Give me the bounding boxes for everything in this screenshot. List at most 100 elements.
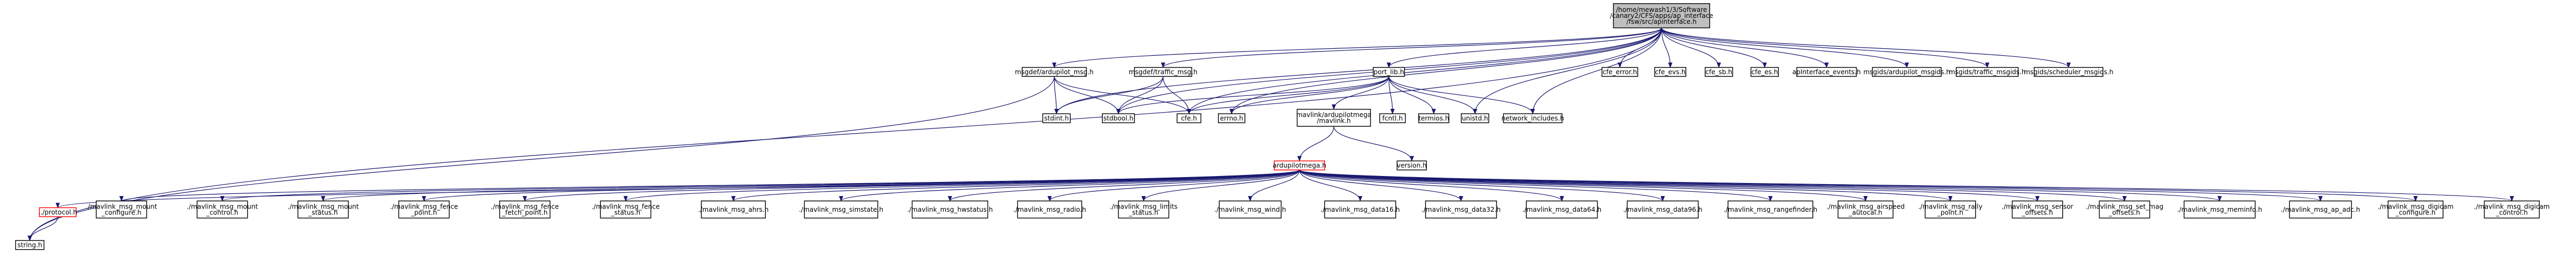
node-m-simstate[interactable]: ./mavlink_msg_simstate.h [799,200,883,219]
node-label: cfe.h [1181,114,1197,122]
node-label: ./mavlink_msg_ap_adc.h [2281,206,2360,213]
node-label: ./mavlink_msg_mount [86,203,157,210]
node-m-digicam-configure[interactable]: ./mavlink_msg_digicam_configure.h [2378,200,2454,219]
node-unistd[interactable]: unistd.h [1461,113,1489,123]
node-cfe[interactable]: cfe.h [1176,113,1202,123]
node-m-hwstatus[interactable]: ./mavlink_msg_hwstatus.h [907,200,993,219]
edge-port_lib-to-mavlink_ardupilotmega [1332,76,1389,110]
edge-root-to-cfe [1187,28,1662,115]
node-box [600,200,652,219]
node-termios[interactable]: termios.h [1418,113,1449,123]
node-root[interactable]: /home/mewash1/3/Software/canary2/CFS/app… [1610,3,1713,29]
node-m-fence-status[interactable]: ./mavlink_msg_fence_status.h [592,200,660,219]
node-cfe-es[interactable]: cfe_es.h [1750,67,1779,77]
node-m-fence-point[interactable]: ./mavlink_msg_fence_point.h [390,200,458,219]
node-msgids-scheduler[interactable]: msgids/scheduler_msgids.h [2024,67,2114,77]
node-box [1118,200,1169,219]
node-label: ./mavlink_msg_digicam [2474,203,2549,210]
node-label: ./mavlink_msg_airspeed [1826,203,1905,210]
node-label: _fetch_point.h [501,209,548,216]
node-errno[interactable]: errno.h [1217,113,1246,123]
node-label: _status.h [611,209,640,216]
edge-ardupilotmega-to-m_mount_status [321,170,1300,202]
node-label: _control.h [2495,209,2528,216]
node-box [297,200,349,219]
node-m-data16[interactable]: ./mavlink_msg_data16.h [1321,200,1400,219]
edge-ardupilotmega-to-m_digicam_control [1299,170,2514,202]
node-m-mount-control[interactable]: ./mavlink_msg_mount_control.h [187,200,258,219]
node-label: stdbool.h [1103,114,1134,122]
node-m-airspeed-autocal[interactable]: ./mavlink_msg_airspeed_autocal.h [1826,200,1905,219]
node-box [196,200,248,219]
node-box [804,200,878,219]
node-m-meminfo[interactable]: ./mavlink_msg_meminfo.h [2177,200,2262,219]
node-label: ./mavlink_msg_fence [592,203,660,210]
node-cfe-evs[interactable]: cfe_evs.h [1654,67,1686,77]
node-m-data32[interactable]: ./mavlink_msg_data32.h [1421,200,1501,219]
node-m-digicam-control[interactable]: ./mavlink_msg_digicam_control.h [2474,200,2550,219]
node-label: msgdef/traffic_msg.h [1129,68,1197,76]
edge-mgdef_ardupilot-to-stdbool [1054,76,1121,115]
node-cfe-error[interactable]: cfe_error.h [1601,67,1638,77]
node-m-wind[interactable]: ./mavlink_msg_wind.h [1214,200,1286,219]
node-box [15,240,45,250]
node-mavlink-ardupilotmega[interactable]: mavlink/ardupilotmega/mavlink.h [1296,109,1372,127]
node-m-data96[interactable]: ./mavlink_msg_data96.h [1623,200,1703,219]
node-m-ap-adc[interactable]: ./mavlink_msg_ap_adc.h [2281,200,2360,219]
node-version[interactable]: version.h [1396,160,1427,171]
node-label: /fsw/src/apinterface.h [1626,18,1697,25]
node-box [1526,200,1598,219]
node-label: _point.h [1937,209,1963,216]
node-m-rangefinder[interactable]: ./mavlink_msg_rangefinder.h [1724,200,1817,219]
node-stdint[interactable]: stdint.h [1042,113,1071,123]
node-m-mount-configure[interactable]: ./mavlink_msg_mount_configure.h [86,200,157,219]
node-label: version.h [1397,161,1427,169]
node-label: _control.h [206,209,239,216]
node-m-limits-status[interactable]: ./mavlink_msg_limits_status.h [1110,200,1177,219]
node-box [1396,160,1427,171]
node-protocol[interactable]: ../protocol.h [38,207,77,217]
node-m-fence-fetch-point[interactable]: ./mavlink_msg_fence_fetch_point.h [491,200,559,219]
node-string[interactable]: string.h [15,240,45,250]
node-label: ./mavlink_msg_data64.h [1522,206,1602,213]
node-m-mount-status[interactable]: ./mavlink_msg_mount_status.h [288,200,359,219]
edge-ardupilotmega-to-m_mount_control [220,170,1300,202]
node-label: ./mavlink_msg_limits [1110,203,1177,210]
node-mgdef-ardupilot[interactable]: msgdef/ardupilot_msg.h [1015,67,1094,77]
node-box [2183,200,2256,219]
node-m-radio[interactable]: ./mavlink_msg_radio.h [1014,200,1087,219]
node-mgdef-traffic[interactable]: msgdef/traffic_msg.h [1129,67,1197,77]
node-box [398,200,450,219]
node-box [1654,67,1686,77]
node-label: cfe_es.h [1751,68,1778,76]
edge-ardupilotmega-to-m_data96 [1299,170,1665,202]
node-msgids-traffic[interactable]: msgids/traffic_msgids.h [1949,67,2025,77]
node-m-ahrs[interactable]: ./mavlink_msg_ahrs.h [698,200,769,219]
node-label: cfe_error.h [1602,68,1637,76]
edge-ardupilotmega-to-m_meminfo [1299,170,2222,202]
node-cfe-sb[interactable]: cfe_sb.h [1705,67,1733,77]
node-fcntl[interactable]: fcntl.h [1379,113,1406,123]
node-msgids-ardupilot[interactable]: msgids/ardupilot_msgids.h [1863,67,1950,77]
edge-ardupilotmega-to-m_ahrs [731,170,1300,202]
edge-root-to-port_lib [1387,28,1662,68]
node-m-rally-point[interactable]: ./mavlink_msg_rally_point.h [1918,200,1983,219]
node-ardupilotmega[interactable]: ardupilotmega.h [1273,160,1326,171]
edge-ardupilotmega-to-m_fence_point [422,170,1300,202]
node-network-includes[interactable]: network_includes.h [1501,113,1564,123]
edge-ardupilotmega-to-m_radio [1047,170,1300,202]
node-box [1601,67,1638,77]
node-m-set-mag-offsets[interactable]: ./mavlink_msg_set_mag_offsets.h [2085,200,2163,219]
node-m-data64[interactable]: ./mavlink_msg_data64.h [1522,200,1602,219]
node-stdbool[interactable]: stdbool.h [1102,113,1135,123]
node-box [96,200,147,219]
node-ap-events[interactable]: apInterface_events.h [1792,67,1861,77]
node-box [1217,113,1246,123]
node-label: ./mavlink_msg_data32.h [1421,206,1501,213]
node-box [1017,200,1082,219]
node-m-sensor-offsets[interactable]: ./mavlink_msg_sensor_offsets.h [2002,200,2074,219]
node-box [1837,200,1893,219]
edge-port_lib-to-errno [1229,76,1389,115]
node-port-lib[interactable]: port_lib.h [1373,67,1405,77]
edge-port_lib-to-unistd [1388,76,1478,115]
